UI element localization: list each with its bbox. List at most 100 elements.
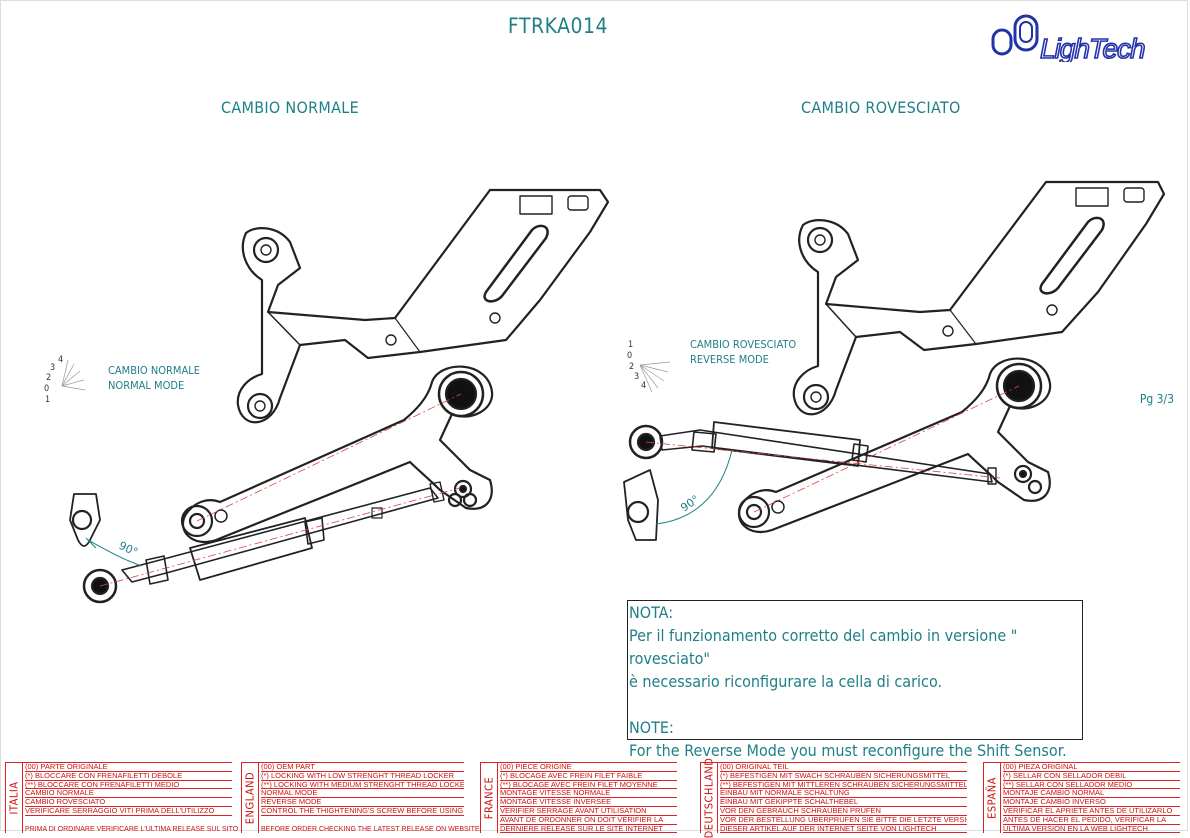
legend-row: (00) PIECE ORIGINE	[500, 763, 677, 772]
legend-row: (*) SELLAR CON SELLADOR DEBIL	[1003, 772, 1180, 781]
shift-lever	[737, 357, 1052, 533]
legend-footer: PRIMA DI ORDINARE VERIFICARE L'ULTIMA RE…	[25, 826, 239, 833]
page-number: Pg 3/3	[1139, 392, 1174, 406]
legend-row: VOR DEN GEBRAUCH SCHRAUBEN PRÜFEN	[720, 807, 967, 816]
legend-row: CAMBIO NORMALE	[25, 789, 232, 799]
legend-row: AVANT DE ORDONNER ON DOIT VÉRIFIER LA	[500, 816, 677, 825]
legend-row: (*) LOCKING WITH LOW STRENGHT THREAD LOC…	[261, 772, 464, 781]
legend-italia: ITALIA (00) PARTE ORIGINALE (*) BLOCCARE…	[5, 762, 238, 833]
legend-row: DERNIERE RELEASE SUR LE SITE INTERNET	[500, 825, 677, 834]
legend-row: (**) BLOCCARE CON FRENAFILETTI MEDIO	[25, 781, 232, 790]
legend-row: EINBAU MIT NORMALE SCHALTUNG	[720, 789, 967, 799]
angle-arc-reverse	[655, 449, 733, 525]
legend-row: VOR DER BESTELLUNG ÜBERPRÜFEN SIE BITTE …	[720, 815, 967, 825]
legend-row: (00) PARTE ORIGINALE	[25, 763, 232, 772]
centerline-normal	[99, 393, 462, 587]
gear-number: 3	[50, 363, 56, 373]
legend-espana: ESPAÑA (00) PIEZA ORIGINAL (*) SELLAR CO…	[983, 762, 1180, 834]
gear-number: 0	[627, 351, 633, 361]
gear-fan-lines	[61, 359, 671, 393]
legend-row: (*) BLOCAGE AVEC FREIN FILET FAIBLE	[500, 772, 677, 781]
gear-number: 3	[634, 372, 640, 382]
technical-drawing: 90° 90°	[61, 180, 1166, 604]
angle-label-normal: 90°	[117, 539, 140, 559]
lightech-logo: LighTech	[990, 12, 1170, 62]
shift-rod	[121, 487, 439, 583]
legend-row: (**) LOCKING WITH MEDIUM STRENGHT THREAD…	[261, 780, 464, 790]
gear-number: 0	[44, 384, 50, 394]
mode-label-line: REVERSE MODE	[690, 353, 769, 366]
legend-row: MONTAJE CAMBIO NORMAL	[1003, 789, 1180, 799]
legend-row: VERIFICAR EL APRIETE ANTES DE UTILIZARLO	[1003, 807, 1180, 816]
legend-rows: (00) PIECE ORIGINE (*) BLOCAGE AVEC FREI…	[500, 763, 677, 834]
shift-rod	[659, 429, 993, 483]
gear-number: 4	[58, 355, 64, 365]
legend-language: FRANCE	[482, 776, 496, 820]
legend-language-tab: ENGLAND	[242, 763, 259, 833]
legend-row: DIESER ARTIKEL AUF DER INTERNET SEITE VO…	[720, 825, 967, 834]
note-line: NOTE:	[629, 718, 674, 737]
legend-language: ENGLAND	[243, 771, 257, 825]
svg-text:LighTech: LighTech	[1040, 33, 1145, 62]
legend-row: CAMBIO ROVESCIATO	[25, 798, 232, 807]
legend-deutschland: DEUTSCHLAND (00) ORIGINAL TEIL (*) BEFES…	[700, 758, 967, 838]
legend-language: ESPAÑA	[985, 777, 999, 819]
legend-row: MONTAGE VITESSE INVERSEE	[500, 798, 677, 807]
legend-row: (00) PIEZA ORIGINAL	[1003, 763, 1180, 772]
legend-row: (00) ORIGINAL TEIL	[720, 763, 967, 772]
legend-row: (*) BEFESTIGEN MIT SWACH SCHRAUBEN SICHE…	[720, 772, 967, 781]
footpeg-plate	[236, 188, 610, 424]
note-line: NOTA:	[629, 603, 674, 622]
mode-label-reverse: CAMBIO ROVESCIATO REVERSE MODE	[690, 337, 796, 367]
section-title-normal: CAMBIO NORMALE	[221, 98, 360, 117]
legend-language-tab: FRANCE	[481, 763, 498, 833]
legend-row: (**) BEFESTIGEN MIT MITTLEREN SCHRAUBEN …	[720, 780, 967, 790]
legend-row: MONTAJE CAMBIO INVERSO	[1003, 798, 1180, 807]
gear-number: 1	[628, 340, 634, 350]
mode-label-line: CAMBIO ROVESCIATO	[690, 338, 797, 351]
mode-label-normal: CAMBIO NORMALE NORMAL MODE	[108, 363, 200, 393]
logo-mark-icon: LighTech	[991, 14, 1147, 62]
legend-row: ANTES DE HACER EL PEDIDO, VERIFICAR LA	[1003, 816, 1180, 825]
mode-label-line: CAMBIO NORMALE	[108, 364, 200, 377]
legend-language-tab: DEUTSCHLAND	[701, 758, 718, 838]
rearset-normal	[69, 188, 610, 604]
legend-rows: (00) PARTE ORIGINALE (*) BLOCCARE CON FR…	[25, 763, 232, 816]
gear-number: 2	[629, 362, 635, 372]
angle-label-reverse: 90°	[678, 493, 701, 515]
legend-row: VERIFICARE SERRAGGIO VITI PRIMA DELL'UTI…	[25, 807, 232, 816]
note-line: Per il funzionamento corretto del cambio…	[629, 626, 1018, 668]
legend-rows: (00) ORIGINAL TEIL (*) BEFESTIGEN MIT SW…	[720, 763, 967, 834]
legend-rows: (00) OEM PART (*) LOCKING WITH LOW STREN…	[261, 763, 464, 816]
legend-england: ENGLAND (00) OEM PART (*) LOCKING WITH L…	[241, 762, 480, 833]
legend-france: FRANCE (00) PIECE ORIGINE (*) BLOCAGE AV…	[480, 762, 677, 834]
document-title: FTRKA014	[507, 14, 609, 38]
legend-row: (**) BLOCAGE AVEC FREIN FILET MOYENNE	[500, 781, 677, 790]
legend-language: ITALIA	[7, 781, 21, 815]
note-line: è necessario riconfigurare la cella di c…	[629, 672, 943, 691]
legend-row: MONTAGE VITESSE NORMALE	[500, 789, 677, 799]
footpeg-plate	[792, 180, 1166, 416]
note-line: For the Reverse Mode you must reconfigur…	[629, 741, 1067, 760]
legend-row: (**) SELLAR CON SELLADOR MEDIO	[1003, 781, 1180, 790]
legend-language-tab: ITALIA	[6, 763, 23, 833]
section-title-reverse: CAMBIO ROVESCIATO	[801, 98, 961, 117]
legend-row: (00) OEM PART	[261, 763, 464, 772]
rearset-reverse	[623, 180, 1166, 541]
legend-footer: BEFORE ORDER CHECKING THE LATEST RELEASE…	[261, 826, 480, 833]
legend-language: DEUTSCHLAND	[702, 757, 716, 838]
mode-label-line: NORMAL MODE	[108, 379, 185, 392]
note-box: NOTA: Per il funzionamento corretto del …	[627, 600, 1083, 760]
legend-row: CONTROL THE THIGHTENING'S SCREW BEFORE U…	[261, 806, 464, 816]
legend-row: (*) BLOCCARE CON FRENAFILETTI DEBOLE	[25, 772, 232, 781]
angle-arc-normal	[85, 537, 143, 567]
legend-rows: (00) PIEZA ORIGINAL (*) SELLAR CON SELLA…	[1003, 763, 1180, 834]
note-line	[628, 693, 1082, 716]
legend-row: VERIFIER SERRAGE AVANT UTILISATION	[500, 807, 677, 816]
gear-number: 2	[46, 373, 52, 383]
legend-row: NORMAL MODE	[261, 789, 464, 799]
gear-number: 4	[641, 381, 647, 391]
legend-language-tab: ESPAÑA	[984, 763, 1001, 833]
centerline-reverse	[645, 385, 1020, 513]
legend-row: REVERSE MODE	[261, 798, 464, 807]
